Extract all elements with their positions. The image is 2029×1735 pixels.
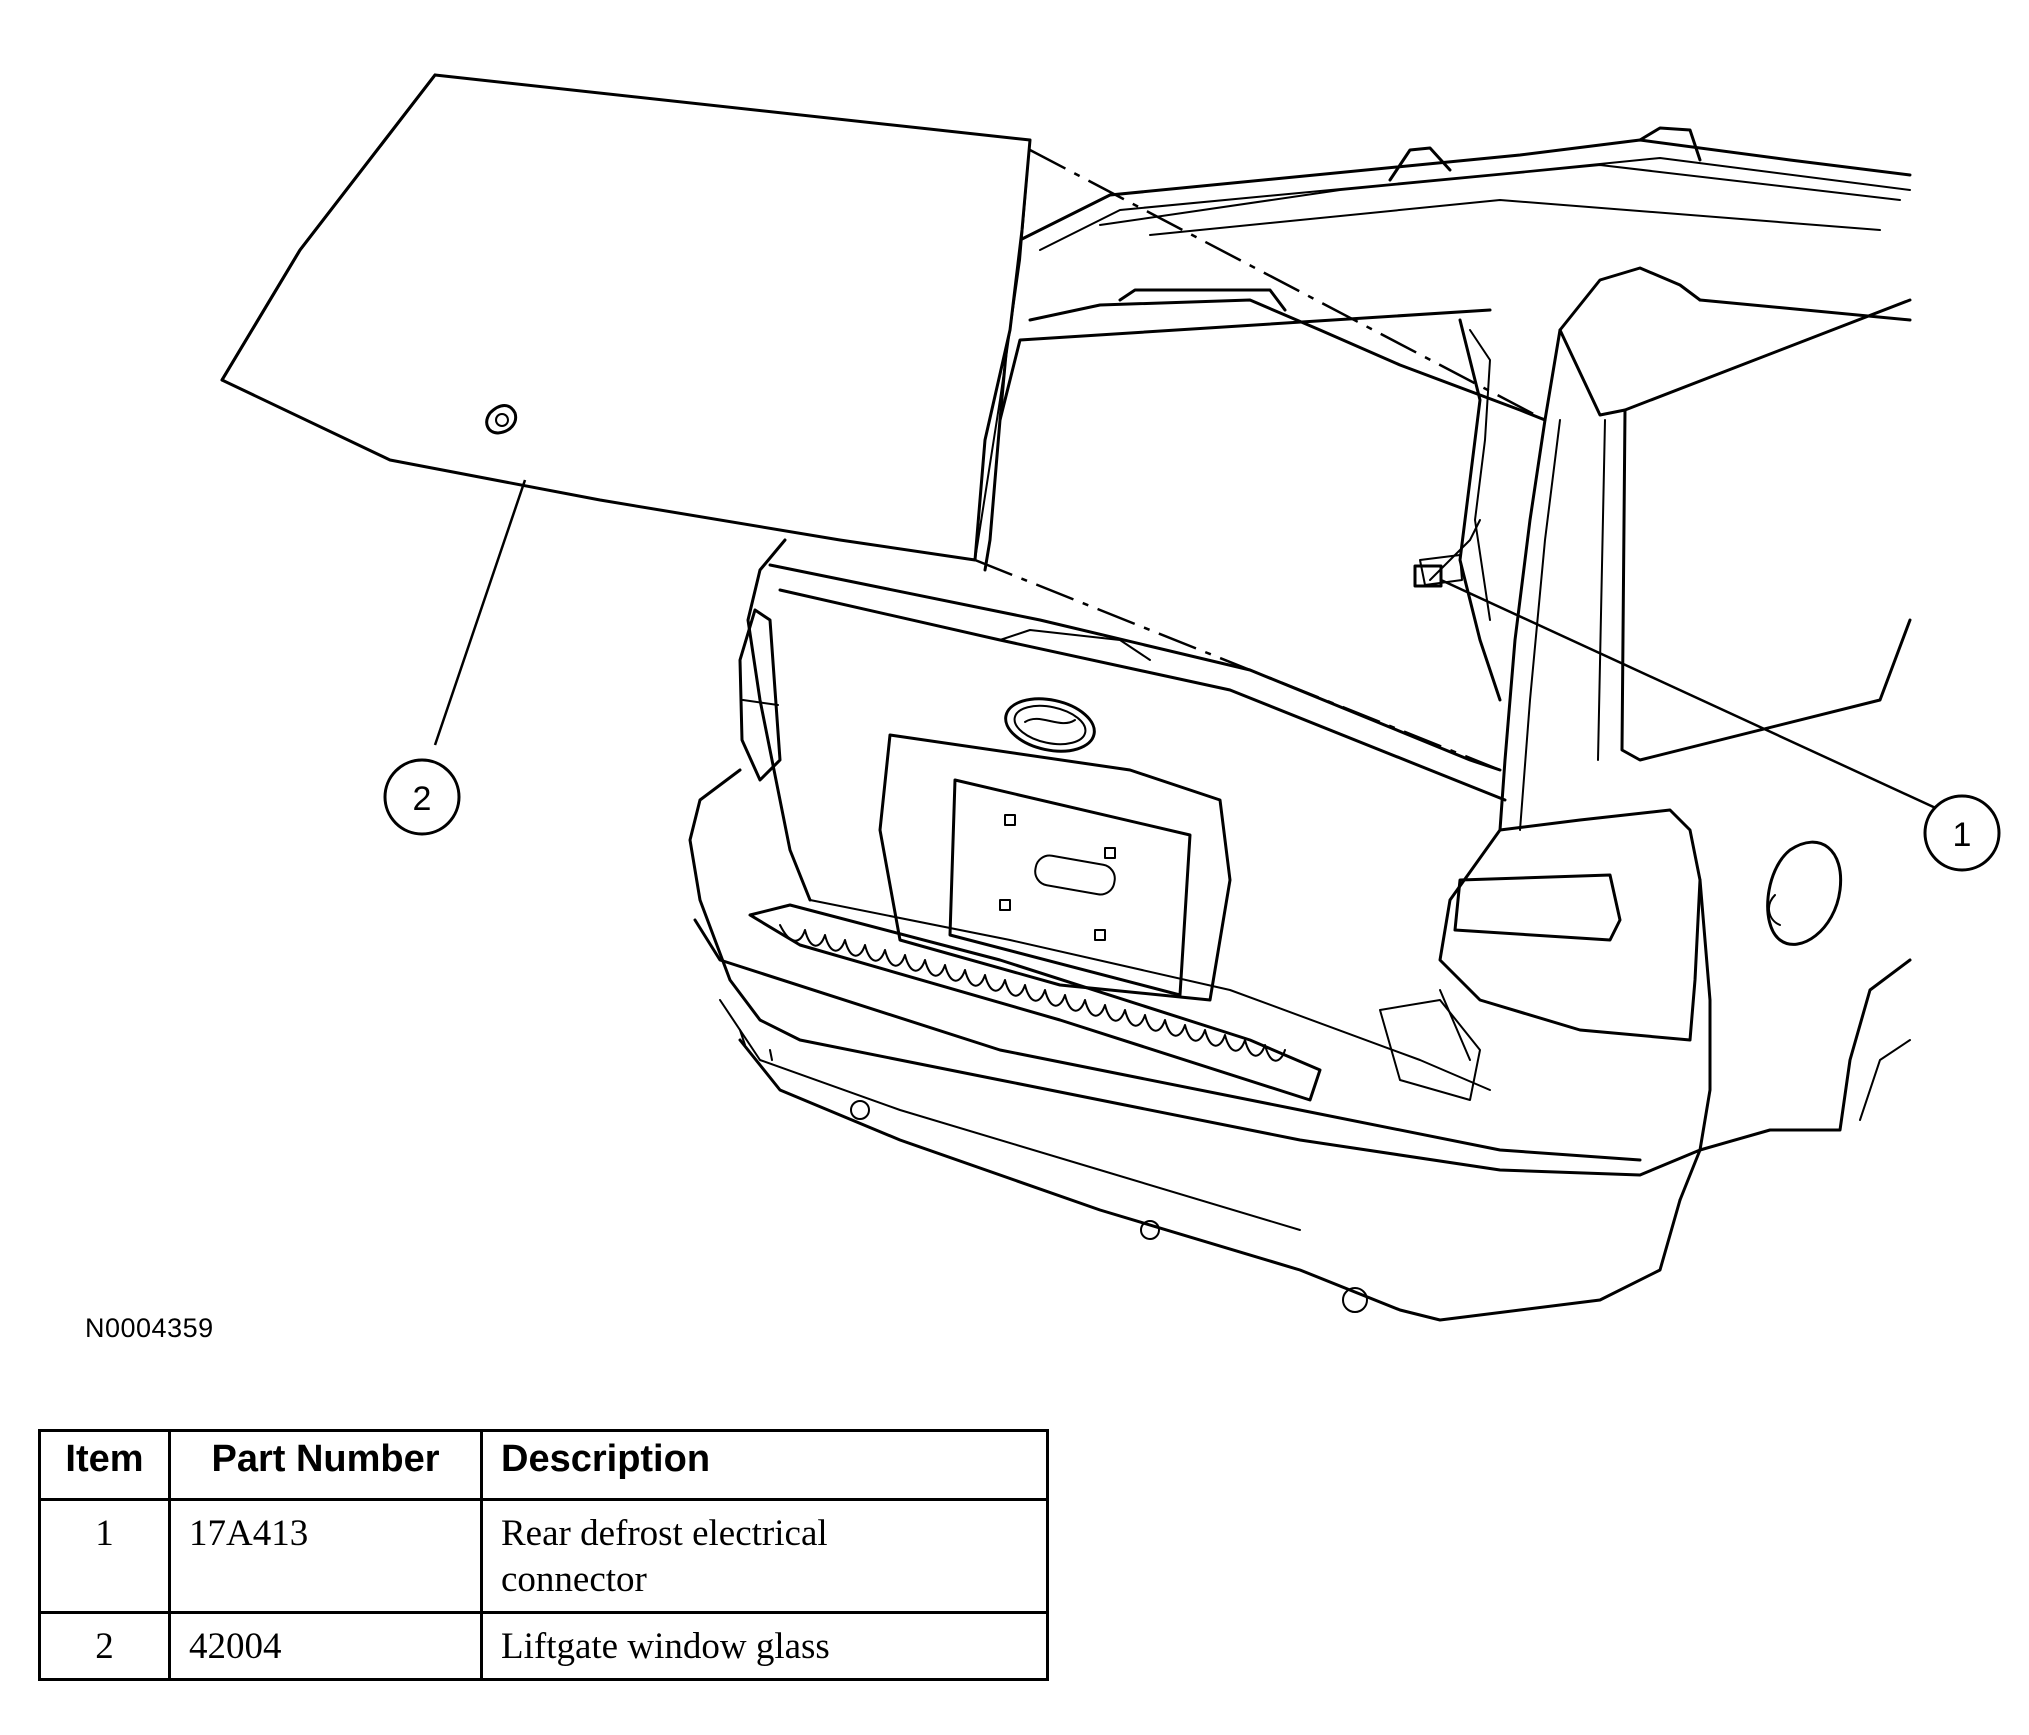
- ford-oval-emblem-icon: [1004, 697, 1096, 753]
- liftgate-window-glass: [220, 73, 1032, 562]
- description-line: connector: [501, 1559, 647, 1600]
- roof-rack: [1018, 138, 1912, 242]
- callout-2-label: 2: [413, 780, 432, 818]
- cell-item: 1: [38, 1498, 171, 1614]
- header-part-number: Part Number: [168, 1429, 483, 1501]
- callout-1-label: 1: [1953, 816, 1972, 854]
- table-row: 2 42004 Liftgate window glass: [38, 1611, 1049, 1681]
- fuel-door: [1766, 840, 1843, 946]
- step-pad-icon: [748, 903, 1322, 1102]
- alignment-line: [1029, 148, 1546, 422]
- parts-table: Item Part Number Description 1 17A413 Re…: [38, 1429, 1049, 1681]
- figure-id: N0004359: [85, 1313, 214, 1343]
- cell-part-number: 17A413: [168, 1498, 483, 1614]
- callout-leader: [1440, 578, 1941, 812]
- license-plate-icon: [878, 733, 1232, 1002]
- rear-bumper: [688, 768, 1702, 1177]
- description-line: Liftgate window glass: [501, 1626, 830, 1667]
- rear-defrost-connector: [1413, 519, 1481, 588]
- callout-2: 2: [383, 758, 461, 836]
- left-tail-lamp: [738, 608, 782, 782]
- cell-part-number: 42004: [168, 1611, 483, 1681]
- header-description: Description: [480, 1429, 1049, 1501]
- description-line: Rear defrost electrical: [501, 1513, 828, 1554]
- callout-1: 1: [1923, 794, 2001, 872]
- alignment-line: [974, 558, 1501, 772]
- header-item: Item: [38, 1429, 171, 1501]
- cell-description: Liftgate window glass: [480, 1611, 1049, 1681]
- callout-leader: [433, 479, 527, 746]
- right-tail-lamp: [1438, 808, 1702, 1042]
- table-row: 1 17A413 Rear defrost electrical connect…: [38, 1498, 1049, 1614]
- table-header-row: Item Part Number Description: [38, 1429, 1049, 1501]
- cell-item: 2: [38, 1611, 171, 1681]
- cell-description: Rear defrost electrical connector: [480, 1498, 1049, 1614]
